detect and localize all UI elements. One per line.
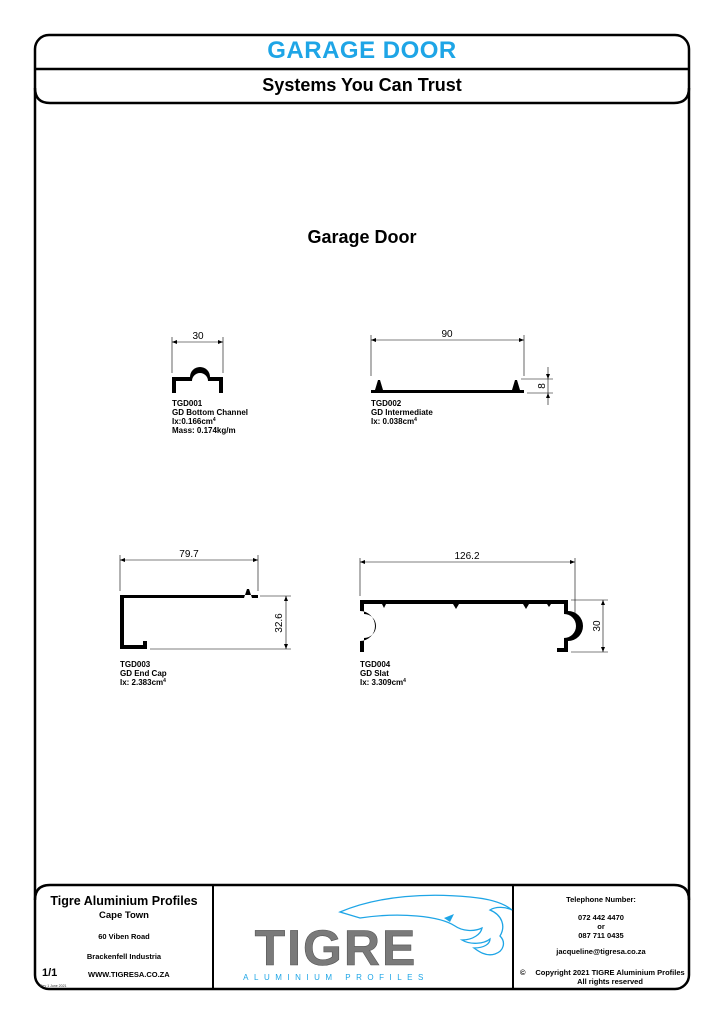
part-code: TGD004 bbox=[360, 660, 391, 669]
part-label-tgd004: TGD004 GD Slat Ix: 3.309cm4 bbox=[360, 660, 406, 687]
dimension-height-label: 32.6 bbox=[274, 613, 285, 633]
company-address-line1: 60 Viben Road bbox=[98, 932, 150, 941]
part-name: GD End Cap bbox=[120, 669, 167, 678]
profile-shape bbox=[360, 600, 583, 652]
company-address-line2: Brackenfell Industria bbox=[86, 952, 162, 961]
copyright-notice: Copyright 2021 TIGRE Aluminium Profiles … bbox=[530, 968, 690, 986]
part-label-tgd002: TGD002 GD Intermediate Ix: 0.038cm4 bbox=[371, 399, 433, 426]
copyright-line2: All rights reserved bbox=[577, 977, 643, 986]
dimension-width-label: 79.7 bbox=[179, 549, 199, 560]
part-code: TGD002 bbox=[371, 399, 402, 408]
revision-note: Rev 1 June 2021 bbox=[40, 984, 67, 988]
dimension-arrows bbox=[546, 374, 550, 398]
profile-tgd003: 79.7 32.6 bbox=[119, 549, 291, 650]
dimension-width-label: 30 bbox=[192, 331, 204, 342]
logo-wordmark: TIGRE bbox=[255, 920, 418, 976]
profile-tgd002: 90 8 bbox=[370, 329, 553, 405]
company-name: Tigre Aluminium Profiles bbox=[50, 894, 198, 908]
tiger-head-icon bbox=[338, 894, 513, 956]
dimension-width-label: 126.2 bbox=[454, 551, 479, 562]
part-inertia: Ix: 2.383cm4 bbox=[120, 678, 166, 687]
footer-box-top bbox=[33, 883, 691, 901]
logo-tagline: ALUMINIUM PROFILES bbox=[243, 973, 429, 982]
dimension-height-label: 8 bbox=[537, 383, 548, 389]
telephone-label: Telephone Number: bbox=[566, 895, 636, 904]
part-inertia: Ix: 0.038cm4 bbox=[371, 417, 417, 426]
part-code: TGD003 bbox=[120, 660, 151, 669]
profile-shape bbox=[172, 367, 223, 393]
part-name: GD Intermediate bbox=[371, 408, 433, 417]
page-number: 1/1 bbox=[42, 967, 58, 979]
email-link[interactable]: jacqueline@tigresa.co.za bbox=[556, 947, 646, 956]
profile-shape bbox=[120, 589, 258, 649]
part-code: TGD001 bbox=[172, 399, 203, 408]
phone-secondary[interactable]: 087 711 0435 bbox=[578, 931, 624, 940]
part-label-tgd003: TGD003 GD End Cap Ix: 2.383cm4 bbox=[120, 660, 167, 687]
part-inertia: Ix: 3.309cm4 bbox=[360, 678, 406, 687]
profile-tgd004: 126.2 30 bbox=[359, 551, 608, 653]
profile-shape bbox=[371, 380, 524, 393]
subtitle-box-bottom bbox=[33, 87, 691, 105]
part-mass: Mass: 0.174kg/m bbox=[172, 426, 236, 435]
tiger-eye-icon bbox=[444, 914, 454, 922]
company-city: Cape Town bbox=[99, 910, 149, 921]
tigre-logo: TIGRE ALUMINIUM PROFILES bbox=[243, 894, 513, 982]
part-name: GD Bottom Channel bbox=[172, 408, 248, 417]
outer-border bbox=[33, 33, 691, 991]
part-name: GD Slat bbox=[360, 669, 389, 678]
phone-numbers: 072 442 4470 or 087 711 0435 bbox=[514, 913, 688, 940]
phone-or: or bbox=[597, 922, 605, 931]
drawing-title: Garage Door bbox=[307, 227, 417, 247]
profile-guide bbox=[360, 600, 583, 648]
page-subtitle: Systems You Can Trust bbox=[262, 75, 462, 95]
dimension-height-label: 30 bbox=[592, 620, 603, 632]
website-link[interactable]: WWW.TIGRESA.CO.ZA bbox=[88, 970, 170, 979]
part-inertia: Ix:0.166cm4 bbox=[172, 417, 216, 426]
dimension-width-label: 90 bbox=[441, 329, 453, 340]
phone-primary[interactable]: 072 442 4470 bbox=[578, 913, 624, 922]
page-title: GARAGE DOOR bbox=[267, 37, 457, 64]
copyright-line1: Copyright 2021 TIGRE Aluminium Profiles bbox=[535, 968, 685, 977]
copyright-icon: © bbox=[520, 968, 526, 977]
profile-tgd001: 30 bbox=[171, 331, 224, 393]
part-label-tgd001: TGD001 GD Bottom Channel Ix:0.166cm4 Mas… bbox=[172, 399, 248, 435]
